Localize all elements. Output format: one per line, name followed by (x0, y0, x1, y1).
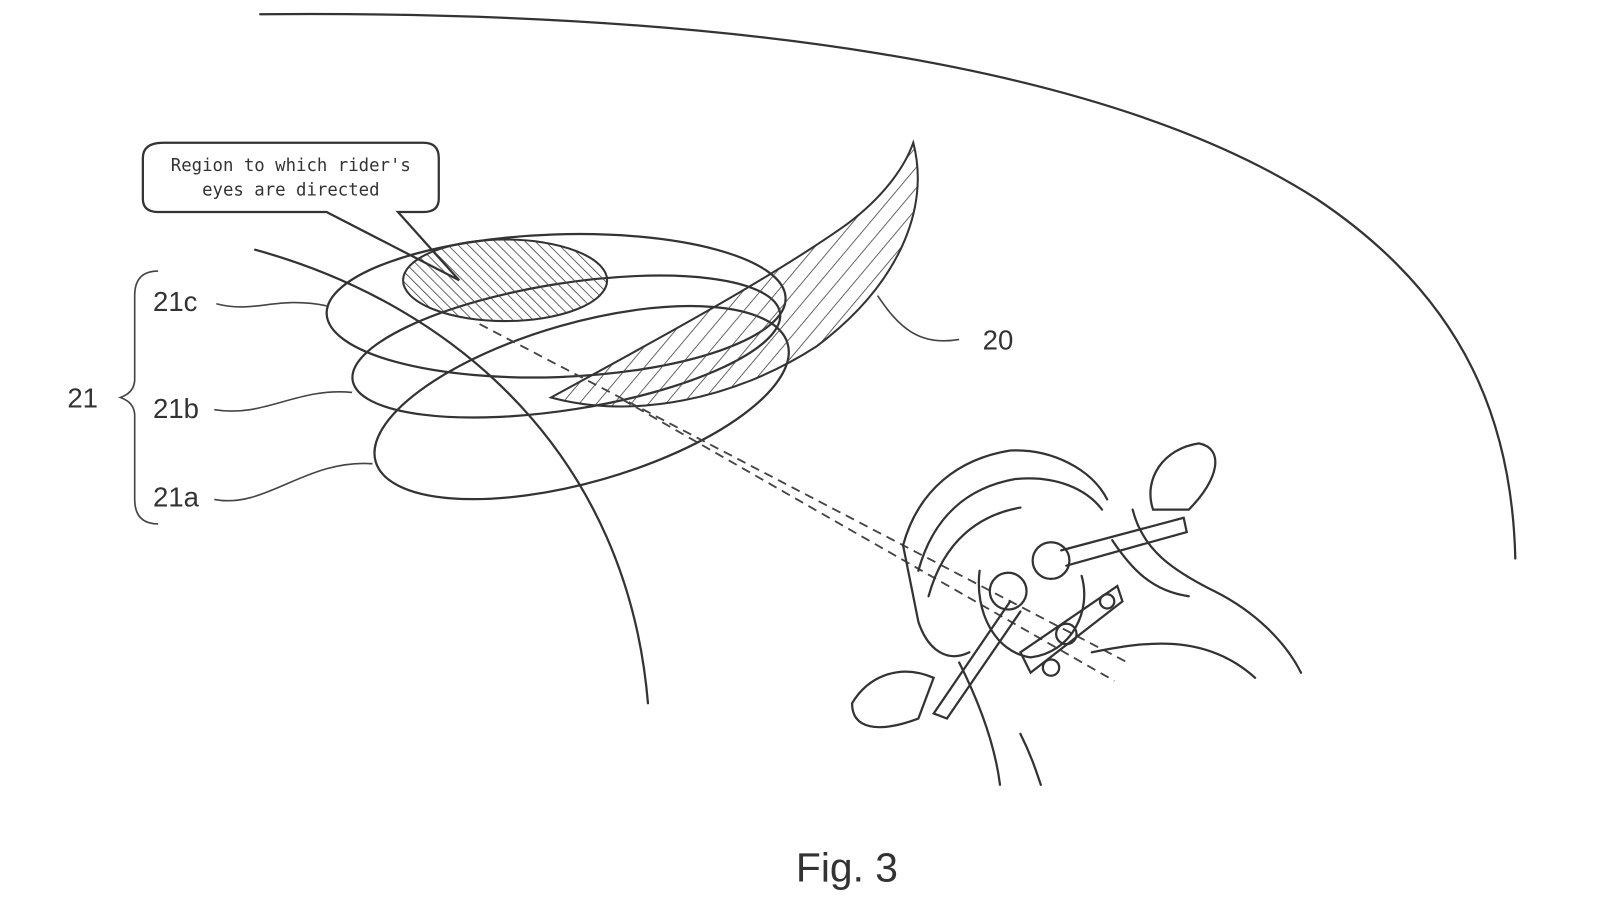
label-21c: 21c (153, 286, 198, 317)
label-21a: 21a (153, 482, 200, 513)
label-20: 20 (983, 325, 1014, 356)
callout: Region to which rider's eyes are directe… (141, 141, 461, 282)
brace (117, 270, 159, 525)
figure-caption: Fig. 3 (796, 845, 898, 891)
sight-line-dashed (479, 323, 1128, 664)
sight-line-dashed (621, 398, 1115, 682)
label-21: 21 (67, 383, 98, 414)
outer-field-of-view-arc (259, 12, 1517, 560)
motorcycle-handlebar-illustration (850, 442, 1303, 786)
callout-text-line2: eyes are directed (202, 181, 379, 201)
display-region-20-hatched (548, 139, 919, 408)
label-21b: 21b (153, 393, 199, 424)
callout-text-line1: Region to which rider's (171, 156, 411, 176)
windshield-arc (253, 248, 650, 705)
labels: 21 21c 21b 21a 20 (67, 270, 1014, 525)
gaze-region-hatched (402, 238, 609, 323)
